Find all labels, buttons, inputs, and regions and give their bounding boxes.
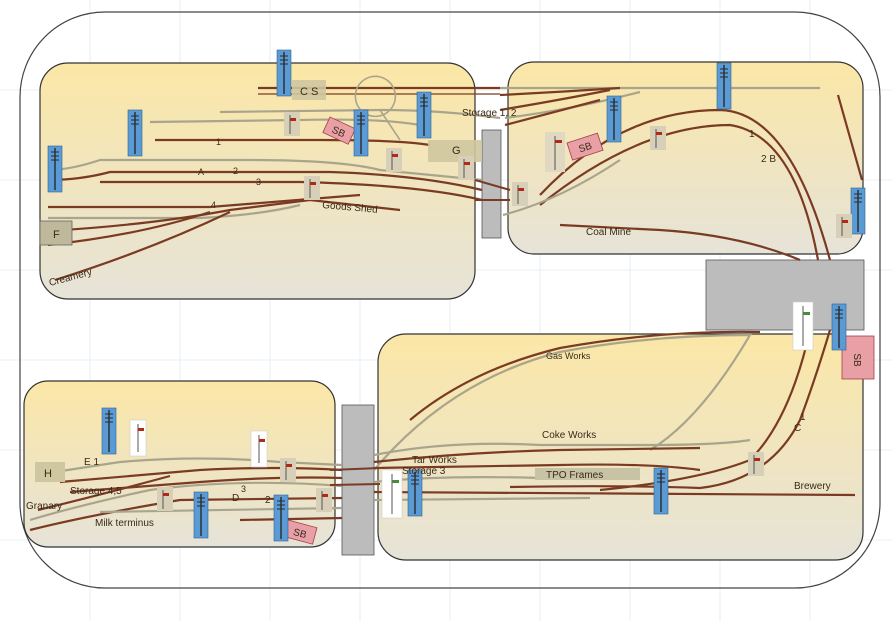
label-brewery: Brewery	[794, 481, 831, 492]
label-c: C	[794, 423, 801, 434]
signal-icon	[385, 147, 403, 173]
label-track-1: 1	[216, 137, 221, 147]
signal-icon	[156, 486, 174, 512]
signal-icon	[649, 125, 667, 151]
pole-icon	[416, 91, 432, 139]
label-storage-3: Storage 3	[402, 466, 446, 477]
label-track-2b: 2 B	[761, 154, 776, 165]
label-gas-works: Gas Works	[546, 351, 591, 361]
pole-icon	[127, 109, 143, 157]
label-h: H	[44, 468, 52, 480]
pole-icon	[273, 494, 289, 542]
h-building	[35, 462, 65, 482]
label-g: G	[452, 145, 461, 157]
signal-icon	[303, 175, 321, 201]
label-track-3: 3	[256, 177, 261, 187]
signal-icon	[283, 111, 301, 137]
junction-signal-icon	[545, 132, 565, 172]
bridge-tracks	[329, 179, 511, 486]
pole-icon	[606, 95, 622, 143]
bridge-bottom	[341, 404, 375, 556]
signal-icon	[279, 457, 297, 483]
board-bottom-right	[377, 333, 864, 561]
label-track-2-bl: 2	[265, 495, 271, 506]
cs-building	[292, 80, 326, 100]
signal-icon	[835, 213, 853, 239]
signal-box-3: SB	[841, 335, 875, 380]
label-a: A	[198, 167, 204, 177]
pole-icon	[101, 407, 117, 455]
tpo-building	[535, 468, 640, 480]
label-storage-1-2: Storage 1, 2	[462, 108, 517, 119]
signal-icon	[457, 155, 475, 181]
pole-icon	[653, 467, 669, 515]
room-outline	[19, 11, 881, 589]
board-top-right	[507, 61, 864, 255]
signal-icon	[747, 451, 765, 477]
signal-box-4: SB	[283, 519, 318, 545]
label-tpo-frames: TPO Frames	[546, 470, 603, 481]
tracks-bottom-left	[29, 457, 343, 532]
bracket-signal-icon	[250, 430, 268, 468]
sb-label-4: SB	[292, 527, 308, 541]
label-track-1-c: 1	[800, 412, 806, 423]
label-e1: E 1	[84, 457, 99, 468]
pole-icon	[831, 303, 847, 351]
gantry-signal-icon	[381, 469, 403, 519]
pole-icon	[276, 49, 292, 97]
label-track-2: 2	[233, 166, 238, 176]
label-goods-shed: Goods Shed	[322, 200, 378, 216]
sb-label-2: SB	[577, 141, 593, 156]
signal-box-2: SB	[566, 132, 604, 161]
sb-label-1: SB	[330, 125, 347, 141]
label-track-1-right: 1	[749, 129, 755, 140]
f-building	[39, 220, 73, 246]
label-granary: Granary	[26, 501, 62, 512]
signal-icon	[511, 181, 529, 207]
pole-icon	[47, 145, 63, 193]
label-storage-4-5: Storage 4,5	[70, 486, 122, 497]
pole-icon	[850, 187, 866, 235]
pole-icon	[353, 109, 369, 157]
label-coal-mine: Coal Mine	[586, 227, 631, 238]
pole-icon	[193, 491, 209, 539]
label-coke-works: Coke Works	[542, 430, 596, 441]
signal-box-1: SB	[322, 116, 356, 145]
tracks-bottom-right	[373, 329, 856, 502]
bracket-signal-icon	[129, 419, 147, 457]
signal-icon	[315, 487, 333, 513]
label-f: F	[53, 229, 60, 241]
label-track-3-bl: 3	[241, 484, 246, 494]
sb-label-3: SB	[851, 353, 862, 367]
gantry-signal-icon	[792, 301, 814, 351]
label-milk-terminus: Milk terminus	[95, 518, 154, 529]
label-track-4: 4	[211, 200, 216, 210]
tracks-top-right	[499, 86, 864, 262]
label-tar-works: Tar Works	[412, 455, 457, 466]
label-d: D	[232, 493, 239, 504]
pole-icon	[716, 62, 732, 110]
label-cs: C S	[300, 86, 318, 98]
